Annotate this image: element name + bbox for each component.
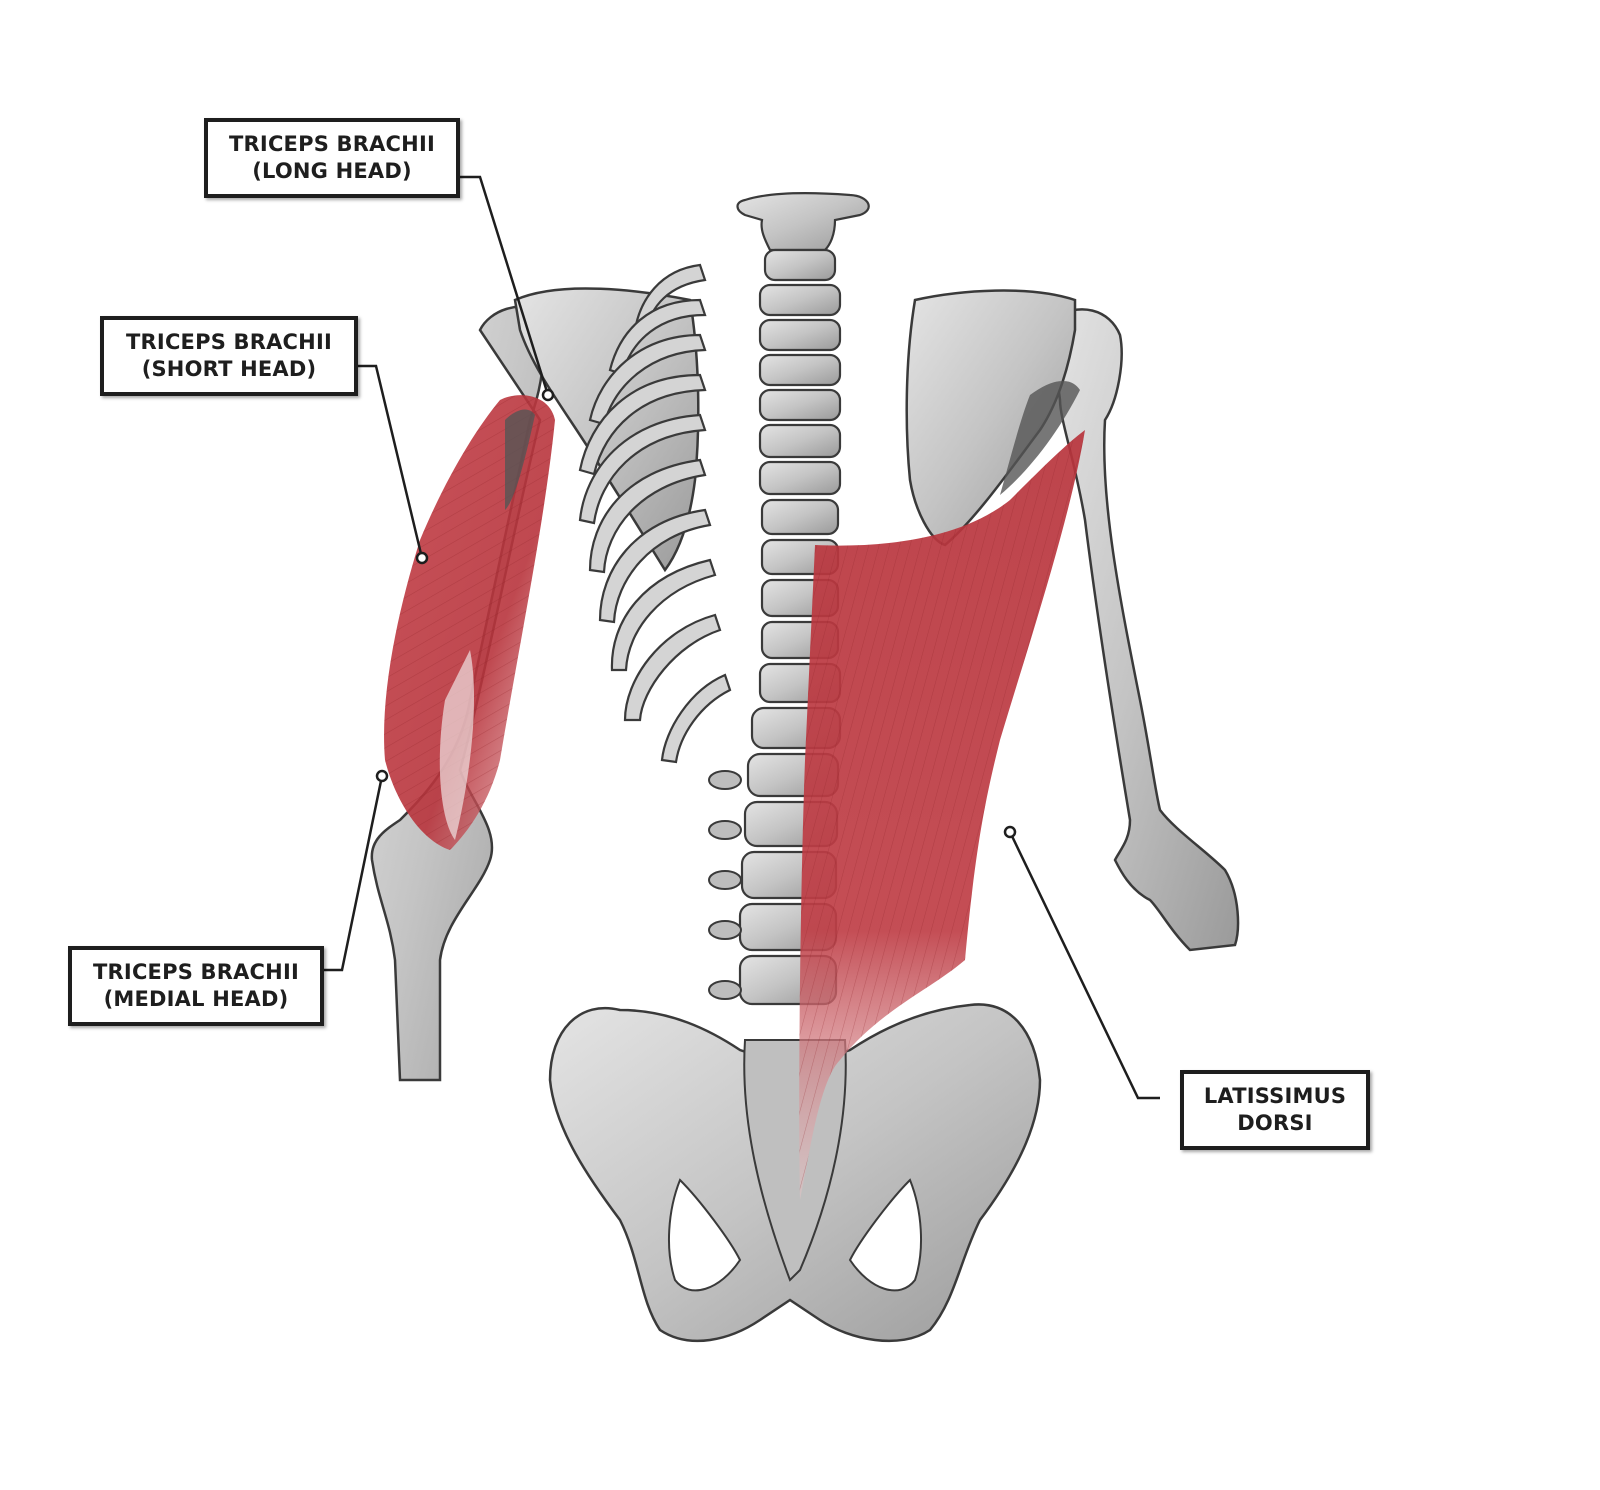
label-line1: TRICEPS BRACHII (126, 330, 332, 354)
label-line2: (LONG HEAD) (252, 159, 412, 183)
leader-line-latissimus (1008, 831, 1160, 1100)
label-line2: (MEDIAL HEAD) (103, 987, 289, 1011)
label-line2: DORSI (1237, 1111, 1313, 1135)
label-triceps-short-head: TRICEPS BRACHII (SHORT HEAD) (100, 316, 358, 396)
spinous-processes (708, 770, 742, 1000)
label-latissimus-dorsi: LATISSIMUS DORSI (1180, 1070, 1370, 1150)
leader-endpoints (375, 388, 1017, 839)
endpoint-dot-latissimus (1003, 825, 1017, 839)
leader-lines (322, 175, 1160, 1100)
label-line2: (SHORT HEAD) (141, 357, 317, 381)
leader-line-short-head (356, 364, 424, 559)
label-line1: TRICEPS BRACHII (229, 132, 435, 156)
rib-cage (578, 263, 732, 764)
spine (736, 192, 870, 1006)
endpoint-dot-long-head (541, 388, 555, 402)
label-line1: TRICEPS BRACHII (93, 960, 299, 984)
label-triceps-medial-head: TRICEPS BRACHII (MEDIAL HEAD) (68, 946, 324, 1026)
label-triceps-long-head: TRICEPS BRACHII (LONG HEAD) (204, 118, 460, 198)
endpoint-dot-short-head (415, 551, 429, 565)
leader-line-long-head (458, 175, 550, 396)
right-arm-bones (1048, 308, 1240, 952)
endpoint-dot-medial-head (375, 769, 389, 783)
leader-line-medial-head (322, 775, 384, 972)
label-line1: LATISSIMUS (1203, 1084, 1347, 1108)
triceps-brachii-muscle (384, 395, 555, 850)
pelvic-foramina (668, 1178, 922, 1292)
latissimus-dorsi-muscle (799, 380, 1085, 1200)
